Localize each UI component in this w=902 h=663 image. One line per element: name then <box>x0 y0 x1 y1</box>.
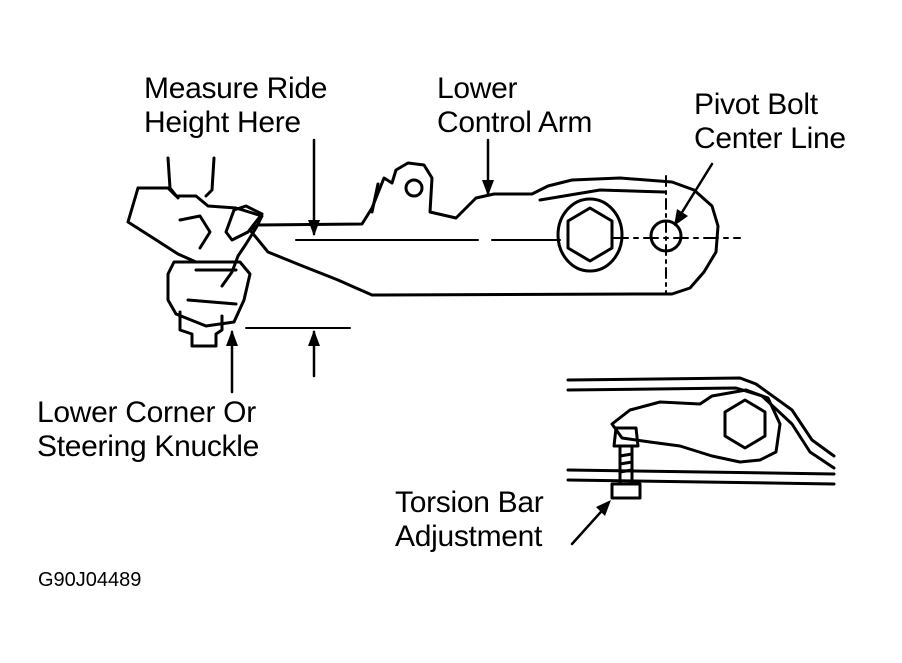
torsion-bar-detail <box>566 376 836 500</box>
measure-ride-height-line2: Height Here <box>144 106 301 139</box>
steering-knuckle <box>126 156 264 348</box>
measurement-markers <box>230 138 741 546</box>
measure-ride-height-line1: Measure Ride <box>144 72 328 105</box>
pivot-bolt-label: Pivot Bolt Center Line <box>694 88 846 156</box>
lower-corner-label: Lower Corner Or Steering Knuckle <box>37 396 259 464</box>
lower-control-arm <box>248 161 720 297</box>
pivot-bolt-line2: Center Line <box>694 122 846 155</box>
arrowheads <box>226 180 688 516</box>
pivot-bolt-line1: Pivot Bolt <box>694 88 818 121</box>
lower-corner-line2: Steering Knuckle <box>37 430 260 463</box>
lower-control-arm-label: Lower Control Arm <box>437 72 592 140</box>
torsion-bar-line2: Adjustment <box>395 520 543 553</box>
torsion-bar-label: Torsion Bar Adjustment <box>395 486 544 554</box>
lower-control-arm-line1: Lower <box>437 72 518 105</box>
lower-corner-line1: Lower Corner Or <box>37 396 256 429</box>
figure-code: G90J04489 <box>38 569 142 591</box>
measure-ride-height-label: Measure Ride Height Here <box>144 72 327 140</box>
torsion-bar-line1: Torsion Bar <box>395 486 544 519</box>
lower-control-arm-line2: Control Arm <box>437 106 593 139</box>
